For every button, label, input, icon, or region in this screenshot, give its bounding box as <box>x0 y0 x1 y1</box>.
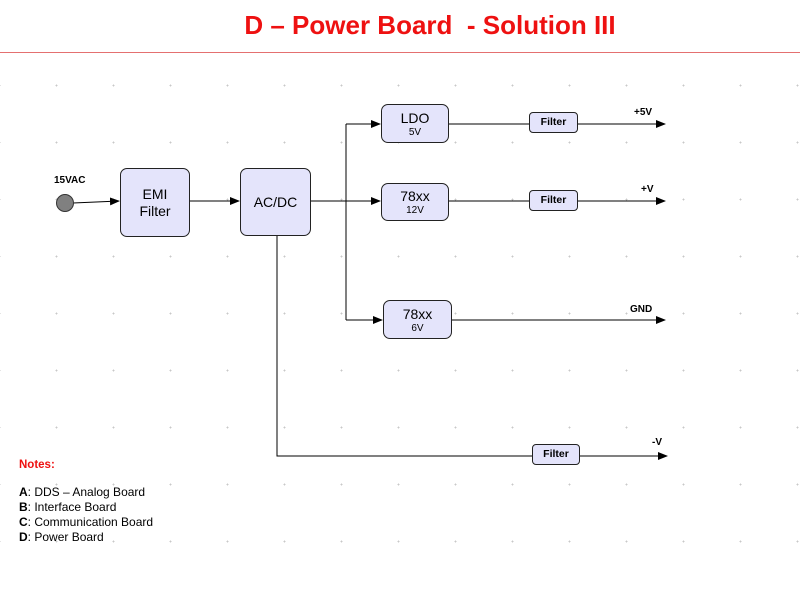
output-plus5v-label: +5V <box>634 107 653 118</box>
filter-v-block: Filter <box>529 190 578 211</box>
note-separator: : <box>27 515 35 529</box>
regulator-12v-name: 78xx <box>400 188 430 204</box>
output-minusv-label: -V <box>652 437 662 448</box>
wire-acdc-minusv <box>276 236 532 457</box>
ldo-voltage: 5V <box>408 126 422 138</box>
note-separator: : <box>27 500 35 514</box>
note-text: Interface Board <box>34 500 117 514</box>
note-item: B: Interface Board <box>19 500 153 515</box>
note-text: Power Board <box>34 530 104 544</box>
page-title: D – Power Board - Solution III <box>244 10 616 40</box>
output-plusv-label: +V <box>641 184 654 195</box>
ldo-name: LDO <box>400 109 430 126</box>
filter-v-label: Filter <box>540 194 567 206</box>
title-divider <box>0 52 800 53</box>
note-item: C: Communication Board <box>19 515 153 530</box>
note-text: Communication Board <box>34 515 154 529</box>
input-node <box>56 194 74 212</box>
output-gnd-label: GND <box>630 304 653 315</box>
filter-5v-label: Filter <box>540 116 567 128</box>
regulator-6v-voltage: 6V <box>411 322 424 334</box>
note-item: D: Power Board <box>19 530 153 545</box>
filter-minusv-block: Filter <box>532 444 580 465</box>
input-label: 15VAC <box>54 175 86 186</box>
note-key: B <box>19 500 28 514</box>
regulator-6v-name: 78xx <box>402 305 433 322</box>
filter-minusv-label: Filter <box>543 448 569 460</box>
wire-input-emi <box>72 197 120 206</box>
note-key: D <box>19 530 28 544</box>
note-key: A <box>19 485 28 499</box>
note-item: A: DDS – Analog Board <box>19 485 153 500</box>
filter-5v-block: Filter <box>529 112 578 133</box>
note-separator: : <box>27 530 35 544</box>
acdc-label: AC/DC <box>253 193 298 210</box>
regulator-12v-block: 78xx 12V <box>381 183 449 221</box>
regulator-6v-block: 78xx 6V <box>383 300 452 339</box>
acdc-block: AC/DC <box>240 168 311 236</box>
notes-title: Notes: <box>19 459 55 471</box>
note-key: C <box>19 515 28 529</box>
notes-section: Notes: A: DDS – Analog Board B: Interfac… <box>19 459 153 545</box>
emi-filter-block: EMI Filter <box>120 168 190 237</box>
ldo-block: LDO 5V <box>381 104 449 143</box>
note-text: DDS – Analog Board <box>34 485 146 499</box>
note-separator: : <box>27 485 35 499</box>
emi-filter-label: EMI Filter <box>139 185 171 219</box>
regulator-12v-voltage: 12V <box>406 205 424 216</box>
